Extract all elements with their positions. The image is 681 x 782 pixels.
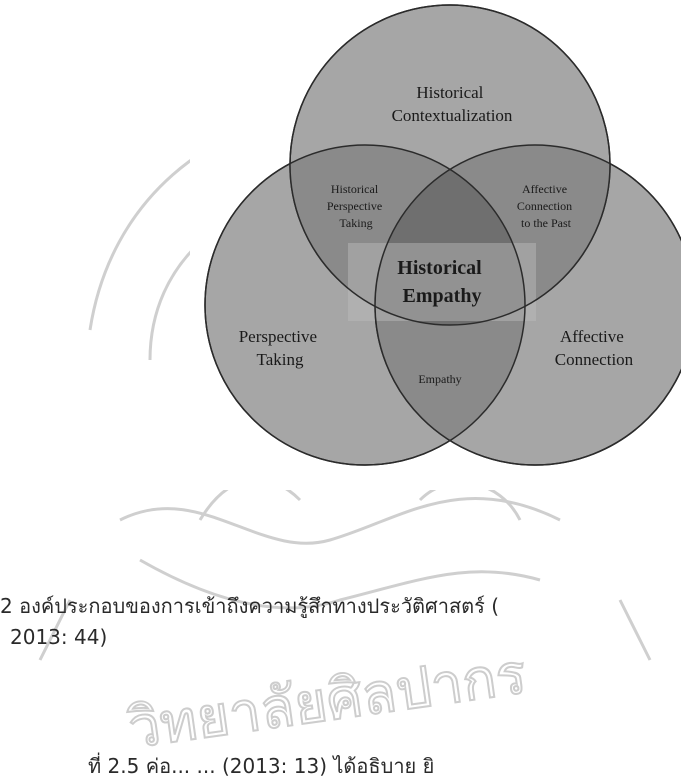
historical-empathy-venn-diagram: Historical Contextualization Perspective…	[204, 4, 681, 466]
label-empathy: Empathy	[418, 372, 461, 386]
label-historical-perspective-taking: Historical Perspective Taking	[327, 182, 385, 230]
venn-panel: Historical Contextualization Perspective…	[190, 0, 681, 490]
label-affective-connection-to-the-past: Affective Connection to the Past	[517, 182, 575, 230]
body-text-fragment: ที่ 2.5 ค่อ... ... (2013: 13) ได้อธิบาย …	[88, 754, 435, 778]
label-perspective-taking: Perspective Taking	[239, 327, 322, 369]
figure-caption-line-1: 2 องค์ประกอบของการเข้าถึงความรู้สึกทางปร…	[0, 594, 500, 618]
label-affective-connection: Affective Connection	[555, 327, 634, 369]
label-historical-contextualization: Historical Contextualization	[392, 83, 513, 125]
label-historical-empathy: Historical Empathy	[397, 257, 486, 307]
svg-text:วิทยาลัยศิลปากร: วิทยาลัยศิลปากร	[125, 642, 531, 762]
figure-caption-line-2: 2013: 44)	[10, 625, 108, 649]
